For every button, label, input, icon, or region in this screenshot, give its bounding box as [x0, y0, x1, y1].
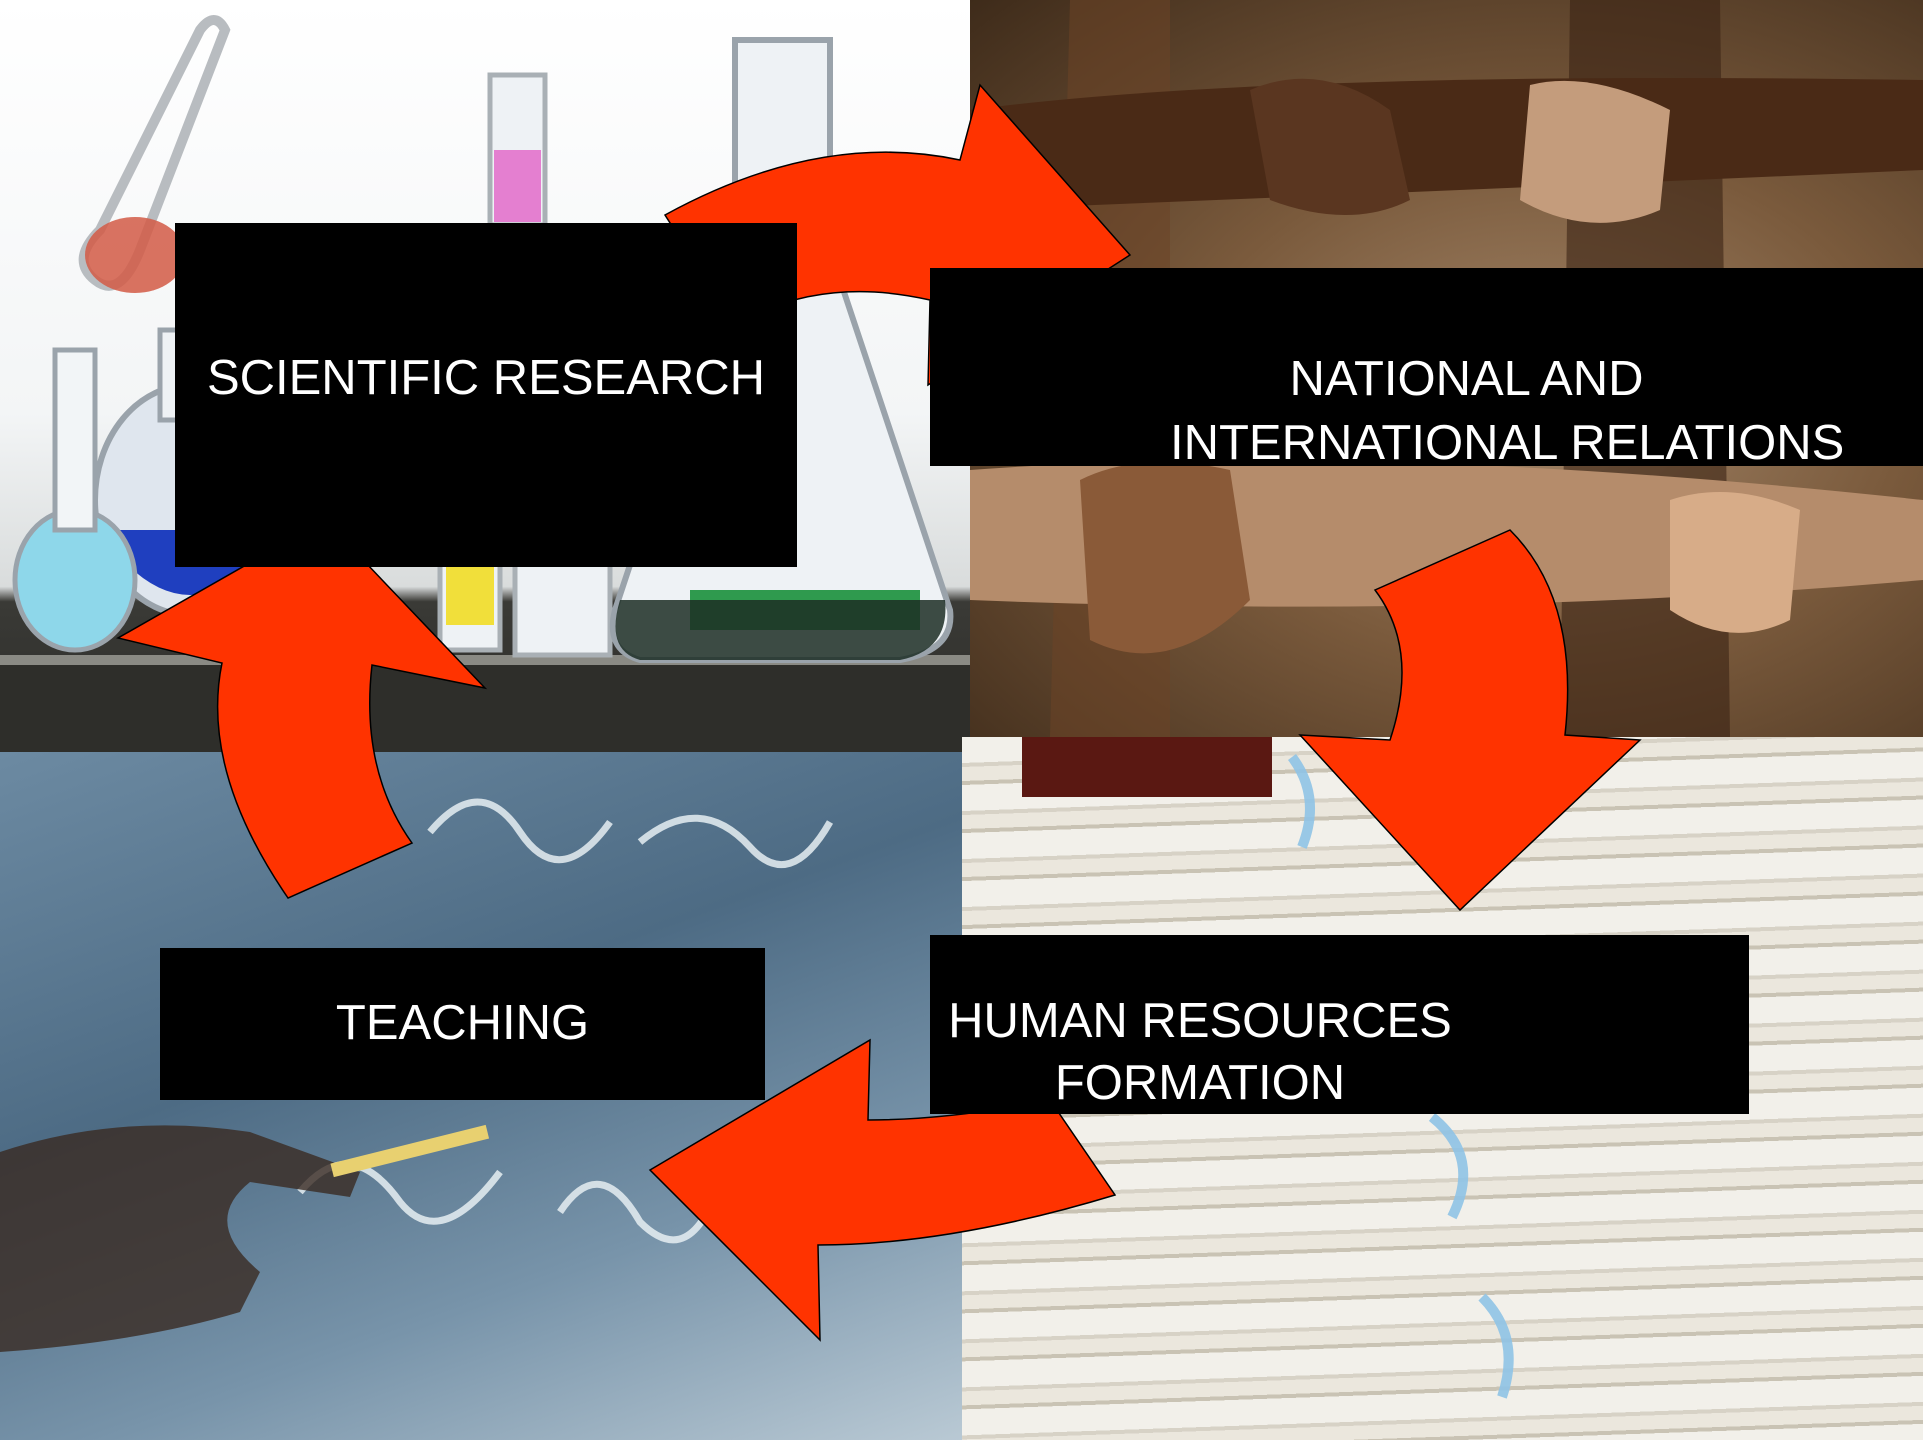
label-teaching-text: TEACHING: [335, 996, 590, 1050]
chalkboard-illustration: [0, 798, 834, 1352]
light-hand: [1520, 80, 1670, 223]
label-relations-line2: INTERNATIONAL RELATIONS: [1170, 416, 1845, 470]
label-scientific-research-text: SCIENTIFIC RESEARCH: [206, 351, 766, 405]
hands-illustration: [970, 0, 1923, 737]
label-national-international-relations: NATIONAL AND INTERNATIONAL RELATIONS: [930, 268, 1923, 470]
label-teaching: TEACHING: [160, 948, 765, 1100]
label-scientific-research: SCIENTIFIC RESEARCH: [175, 223, 797, 567]
label-relations-line1: NATIONAL AND: [1289, 352, 1644, 406]
teacher-hand: [0, 1125, 360, 1352]
dark-arm: [970, 78, 1923, 210]
arrow-teaching-to-research: [115, 519, 488, 899]
arrow-relations-to-hr: [1298, 529, 1642, 912]
label-hr-line2: FORMATION: [1054, 1056, 1346, 1110]
shelf: [0, 660, 970, 752]
chalk: [330, 1124, 490, 1178]
label-hr-line1: HUMAN RESOURCES: [948, 994, 1452, 1048]
book-cover: [1022, 737, 1272, 797]
label-human-resources-formation: HUMAN RESOURCES FORMATION: [930, 935, 1749, 1114]
